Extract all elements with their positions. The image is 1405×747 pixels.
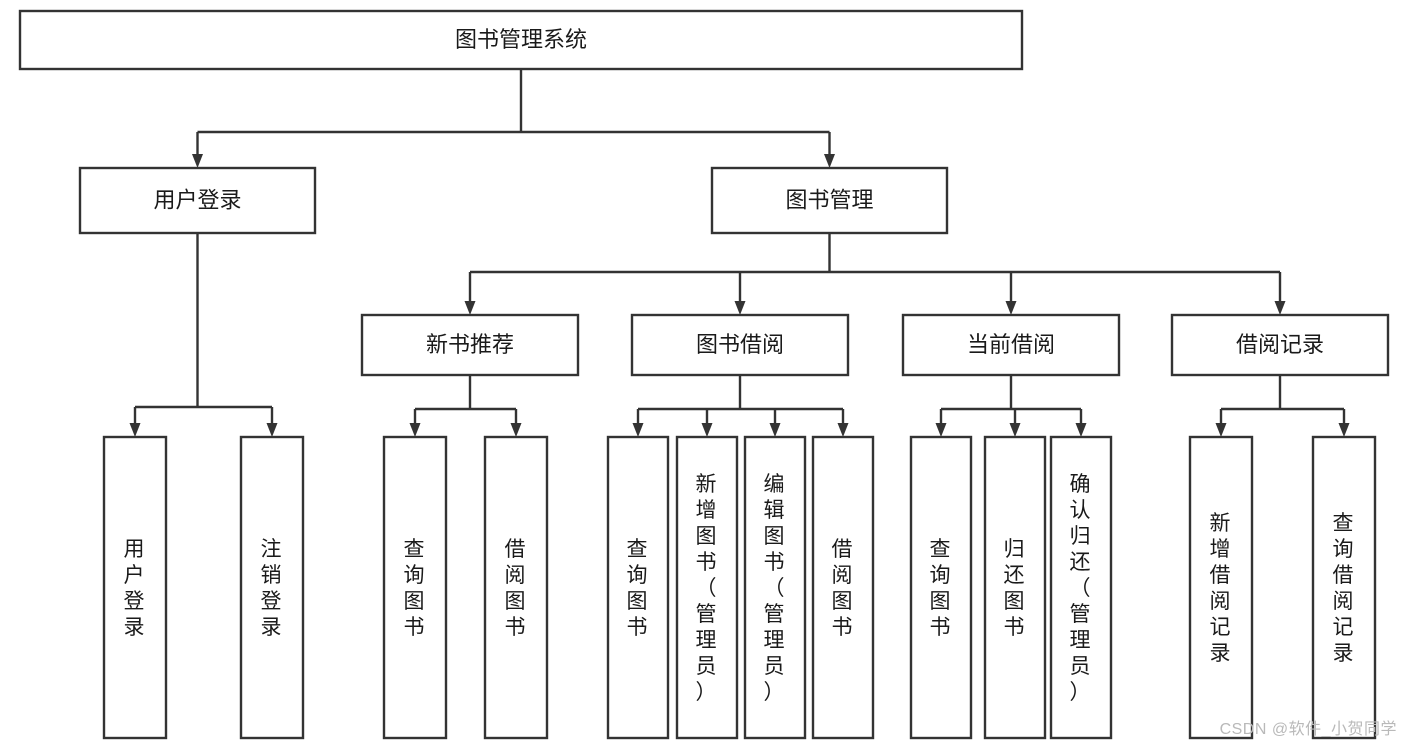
node-leaf-bb-edit[interactable]: 编辑图书（管理员）: [743, 435, 807, 740]
node-label: 查询借阅记录: [1333, 512, 1356, 665]
node-leaf-br-add[interactable]: 新增借阅记录: [1188, 435, 1254, 740]
node-box: [710, 166, 949, 235]
node-label: 新增图书（管理员）: [696, 473, 719, 704]
node-leaf-user-login[interactable]: 用户登录: [102, 435, 168, 740]
node-box: [811, 435, 875, 740]
node-box: [606, 435, 670, 740]
edge-group-l3_borrow_record: [1215, 375, 1350, 437]
node-leaf-cb-query[interactable]: 查询图书: [909, 435, 973, 740]
arrow-head-icon: [1274, 301, 1286, 315]
arrow-head-icon: [510, 423, 522, 437]
node-label: 图书借阅: [696, 332, 784, 357]
node-l3-borrow-record[interactable]: 借阅记录: [1170, 313, 1390, 377]
node-box: [18, 9, 1024, 71]
arrow-head-icon: [769, 423, 781, 437]
arrow-head-icon: [409, 423, 421, 437]
node-box: [901, 313, 1121, 377]
edge-group-l2_book_mgmt: [464, 233, 1286, 315]
edges-layer: [129, 69, 1350, 437]
node-box: [1049, 435, 1113, 740]
node-label: 图书管理系统: [455, 27, 587, 52]
node-box: [630, 313, 850, 377]
node-leaf-rec-query[interactable]: 查询图书: [382, 435, 448, 740]
node-label: 归还图书: [1004, 538, 1027, 639]
node-leaf-cb-confirm[interactable]: 确认归还（管理员）: [1049, 435, 1113, 740]
node-label: 借阅图书: [832, 538, 855, 639]
arrow-head-icon: [1075, 423, 1087, 437]
arrow-head-icon: [464, 301, 476, 315]
node-leaf-bb-add[interactable]: 新增图书（管理员）: [675, 435, 739, 740]
arrow-head-icon: [837, 423, 849, 437]
node-l2-user-login[interactable]: 用户登录: [78, 166, 317, 235]
node-box: [675, 435, 739, 740]
edge-group-l3_current_borrow: [935, 375, 1087, 437]
arrow-head-icon: [935, 423, 947, 437]
arrow-head-icon: [1338, 423, 1350, 437]
node-label: 确认归还（管理员）: [1070, 473, 1093, 704]
arrow-head-icon: [1215, 423, 1227, 437]
node-label: 新增借阅记录: [1210, 512, 1233, 665]
node-box: [239, 435, 305, 740]
node-box: [743, 435, 807, 740]
node-l3-new-book-rec[interactable]: 新书推荐: [360, 313, 580, 377]
node-l3-book-borrow[interactable]: 图书借阅: [630, 313, 850, 377]
node-leaf-br-query[interactable]: 查询借阅记录: [1311, 435, 1377, 740]
edge-group-l3_book_borrow: [632, 375, 849, 437]
edge-group-l3_new_book_rec: [409, 375, 522, 437]
node-leaf-rec-borrow[interactable]: 借阅图书: [483, 435, 549, 740]
node-label: 用户登录: [124, 538, 147, 639]
node-box: [1311, 435, 1377, 740]
node-root[interactable]: 图书管理系统: [18, 9, 1024, 71]
node-label: 新书推荐: [426, 332, 514, 357]
node-l2-book-mgmt[interactable]: 图书管理: [710, 166, 949, 235]
node-label: 查询图书: [404, 538, 427, 639]
arrow-head-icon: [129, 423, 141, 437]
node-label: 用户登录: [153, 187, 241, 212]
node-leaf-user-logout[interactable]: 注销登录: [239, 435, 305, 740]
edge-group-l2_user_login: [129, 233, 278, 437]
node-box: [483, 435, 549, 740]
node-label: 图书管理: [785, 187, 873, 212]
node-box: [78, 166, 317, 235]
arrow-head-icon: [192, 154, 203, 168]
arrow-head-icon: [1005, 301, 1017, 315]
node-label: 查询图书: [930, 538, 953, 639]
node-leaf-bb-query[interactable]: 查询图书: [606, 435, 670, 740]
node-box: [1170, 313, 1390, 377]
arrow-head-icon: [266, 423, 278, 437]
edge-group-root: [192, 69, 835, 168]
node-box: [1188, 435, 1254, 740]
arrow-head-icon: [734, 301, 746, 315]
node-label: 当前借阅: [967, 332, 1055, 357]
node-l3-current-borrow[interactable]: 当前借阅: [901, 313, 1121, 377]
arrow-head-icon: [824, 154, 835, 168]
node-label: 注销登录: [261, 538, 284, 639]
node-box: [909, 435, 973, 740]
node-leaf-cb-return[interactable]: 归还图书: [983, 435, 1047, 740]
node-label: 编辑图书（管理员）: [764, 473, 787, 704]
node-label: 查询图书: [627, 538, 650, 639]
arrow-head-icon: [1009, 423, 1021, 437]
node-leaf-bb-borrow[interactable]: 借阅图书: [811, 435, 875, 740]
node-label: 借阅图书: [505, 538, 528, 639]
arrow-head-icon: [632, 423, 644, 437]
node-box: [102, 435, 168, 740]
node-box: [983, 435, 1047, 740]
arrow-head-icon: [701, 423, 713, 437]
node-box: [360, 313, 580, 377]
node-box: [382, 435, 448, 740]
nodes-layer: 图书管理系统用户登录图书管理新书推荐图书借阅当前借阅借阅记录用户登录注销登录查询…: [18, 9, 1390, 740]
node-label: 借阅记录: [1236, 332, 1324, 357]
